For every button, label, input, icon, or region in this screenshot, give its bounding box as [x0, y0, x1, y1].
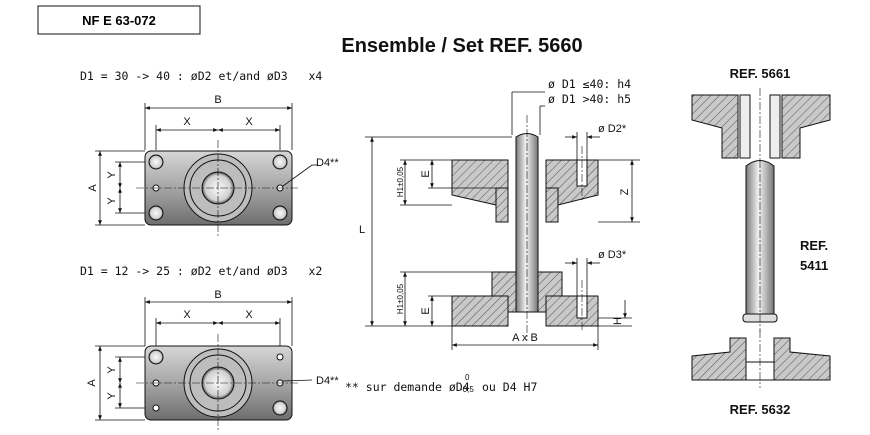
tolerance-2: ø D1 >40: h5 [548, 92, 631, 106]
footnote: ** sur demande øD4 0 -0,5 ou D4 H7 [345, 373, 537, 394]
spec-line-2: D1 = 12 -> 25 : øD2 et/and øD3 x2 [80, 264, 322, 278]
dim-h: H [612, 317, 624, 325]
dim-d4-2: D4** [316, 375, 339, 387]
dim-axb: A x B [512, 332, 538, 344]
dim-a-1: A [87, 184, 99, 192]
tolerance-1: ø D1 ≤40: h4 [548, 77, 631, 91]
dim-a-2: A [86, 379, 98, 387]
top-view-1: D1 = 30 -> 40 : øD2 et/and øD3 x4 B X X … [80, 69, 339, 236]
page-title: Ensemble / Set REF. 5660 [341, 35, 582, 57]
dim-h1-top: H1±0,05 [396, 166, 405, 197]
standard-label: NF E 63-072 [82, 13, 156, 28]
dim-y-bottom-2: Y [106, 392, 118, 400]
dim-z: Z [619, 188, 631, 195]
part-5632 [691, 337, 747, 381]
ref-pin-line2: 5411 [800, 258, 828, 273]
footnote-suffix: ou D4 H7 [482, 380, 537, 394]
footnote-prefix: ** sur demande øD4 [345, 380, 470, 394]
spec-line-1: D1 = 30 -> 40 : øD2 et/and øD3 x4 [80, 69, 322, 83]
dim-l: L [359, 224, 365, 236]
ref-pin-line1: REF. [800, 238, 828, 253]
dim-y-bottom-1: Y [106, 197, 118, 205]
dim-e-bottom: E [420, 307, 432, 314]
dim-b-2: B [214, 289, 221, 301]
dim-y-top-2: Y [106, 366, 118, 374]
dim-d4-1: D4** [316, 157, 339, 169]
dim-x-left-2: X [183, 309, 191, 321]
part-5661 [691, 94, 739, 159]
dim-b-1: B [214, 94, 221, 106]
dim-e-top: E [420, 170, 432, 177]
section-view: ø D1 ≤40: h4 ø D1 >40: h5 ø D2* [359, 77, 640, 350]
ref-top: REF. 5661 [730, 66, 791, 81]
ref-bottom: REF. 5632 [730, 402, 791, 417]
dim-x-right-2: X [245, 309, 253, 321]
dim-d2: ø D2* [598, 123, 627, 135]
standard-box: NF E 63-072 [37, 5, 201, 35]
dim-h1-bottom: H1±0,05 [396, 283, 405, 314]
dim-x-right-1: X [245, 116, 253, 128]
top-view-2: D1 = 12 -> 25 : øD2 et/and øD3 x2 B X X … [80, 264, 339, 430]
dim-d3: ø D3* [598, 249, 627, 261]
footnote-subscript: -0,5 [460, 385, 474, 394]
exploded-view: REF. 5661 REF. 5411 REF. 5632 [691, 66, 831, 417]
dim-x-left-1: X [183, 116, 191, 128]
dim-y-top-1: Y [106, 171, 118, 179]
footnote-superscript: 0 [465, 373, 470, 382]
